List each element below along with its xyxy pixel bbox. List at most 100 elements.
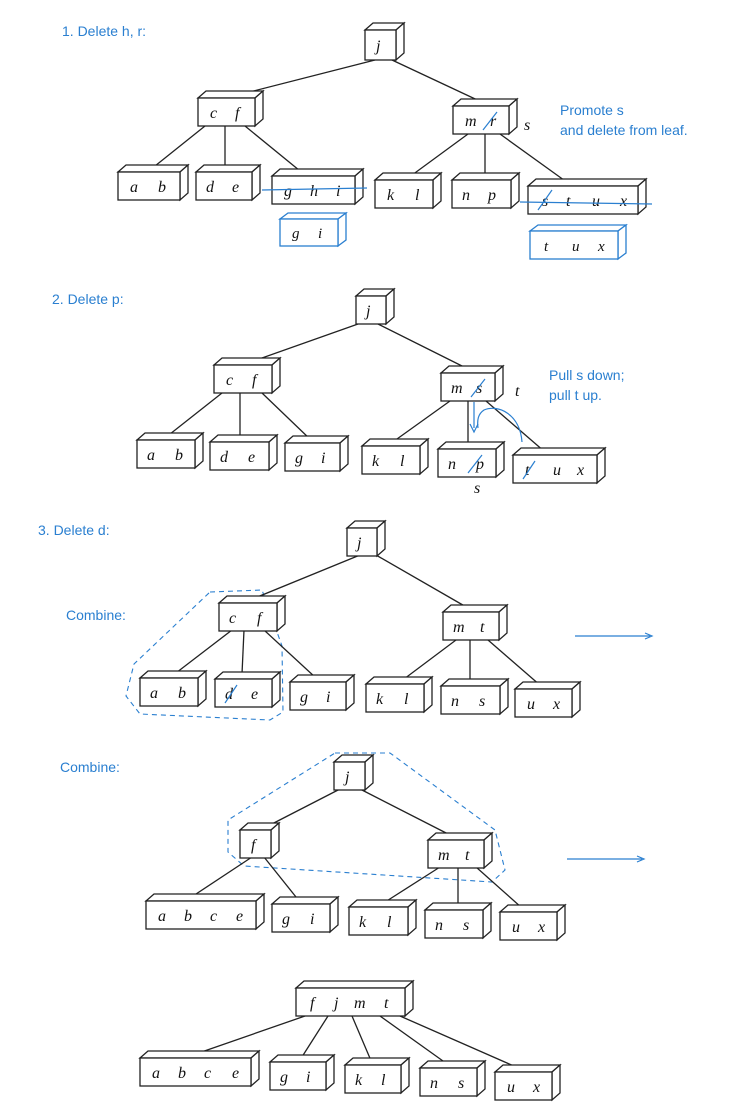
step2-leaf-de: d e	[208, 433, 279, 472]
step4-right-node: m t	[426, 831, 494, 870]
svg-text:t: t	[525, 462, 530, 479]
combine-label-2: Combine:	[60, 759, 120, 775]
step4-leaf-ns: n s	[423, 901, 493, 940]
svg-text:t: t	[480, 619, 485, 636]
svg-text:i: i	[306, 1069, 310, 1086]
svg-text:m: m	[453, 619, 465, 636]
step2-leaf-kl: k l	[360, 437, 430, 476]
svg-text:s: s	[479, 693, 485, 710]
svg-text:u: u	[507, 1079, 515, 1096]
svg-text:j: j	[343, 769, 350, 786]
svg-text:f: f	[310, 995, 317, 1012]
step3-leaf-de: d e	[213, 670, 282, 709]
svg-text:b: b	[158, 179, 166, 196]
combine-label-1: Combine:	[66, 607, 126, 623]
step3-leaf-gi: g i	[288, 673, 356, 712]
svg-text:x: x	[576, 462, 584, 479]
step1-label: 1. Delete h, r:	[62, 23, 146, 39]
svg-text:a: a	[158, 908, 166, 925]
svg-text:i: i	[318, 226, 322, 242]
step5-leaf-abce: a b c e	[138, 1049, 261, 1088]
svg-text:g: g	[280, 1069, 288, 1086]
svg-text:e: e	[236, 908, 243, 925]
svg-text:k: k	[372, 453, 380, 470]
svg-text:k: k	[355, 1072, 363, 1089]
step3-right-node: m t	[441, 603, 509, 642]
step5-leaf-ns: n s	[418, 1059, 487, 1098]
step2-leaf-gi: g i	[283, 434, 350, 473]
step1-leaf-ab: a b	[116, 163, 190, 202]
step1-new-leaf-gi: g i	[278, 211, 348, 248]
step4-root-node: j	[332, 753, 375, 792]
step2-leaf-np: n p	[436, 440, 506, 479]
step3-root-node: j	[345, 519, 387, 558]
svg-text:e: e	[248, 449, 255, 466]
svg-text:c: c	[210, 908, 217, 925]
svg-text:u: u	[572, 239, 580, 255]
step5-root-node: f j m t	[294, 979, 415, 1018]
step4-leaf-ux: u x	[498, 903, 567, 942]
svg-text:g: g	[284, 183, 292, 200]
svg-text:c: c	[226, 372, 233, 389]
svg-text:t: t	[465, 847, 470, 864]
step3-edges	[171, 554, 542, 687]
svg-text:p: p	[487, 187, 496, 204]
svg-text:s: s	[542, 193, 548, 210]
step4-leaf-abce: a b c e	[144, 892, 266, 931]
svg-text:s: s	[463, 917, 469, 934]
svg-text:a: a	[130, 179, 138, 196]
svg-text:n: n	[435, 917, 443, 934]
step1-leaf-stux: s t u x	[519, 177, 653, 216]
step2-aside-t: t	[515, 383, 520, 400]
step2-right-node: m s	[439, 364, 505, 403]
step1-note-line2: and delete from leaf.	[560, 122, 688, 138]
svg-text:p: p	[475, 456, 484, 473]
svg-text:u: u	[592, 193, 600, 210]
step1-new-leaf-tux: t u x	[528, 223, 628, 261]
svg-text:a: a	[152, 1065, 160, 1082]
svg-text:j: j	[374, 38, 381, 55]
step1-root-node: j	[363, 21, 406, 62]
svg-text:l: l	[400, 453, 405, 470]
step2-below-s: s	[474, 480, 480, 497]
svg-text:u: u	[512, 919, 520, 936]
svg-text:b: b	[178, 685, 186, 702]
svg-text:b: b	[178, 1065, 186, 1082]
svg-text:c: c	[210, 105, 217, 122]
svg-text:n: n	[448, 456, 456, 473]
svg-text:x: x	[532, 1079, 540, 1096]
svg-text:h: h	[310, 183, 318, 200]
svg-text:g: g	[295, 450, 303, 467]
svg-text:k: k	[359, 914, 367, 931]
step3-leaf-ab: a b	[138, 669, 208, 708]
svg-text:k: k	[376, 691, 384, 708]
svg-text:t: t	[544, 239, 549, 255]
step1-right-node: m r	[451, 97, 519, 136]
step2-label: 2. Delete p:	[52, 291, 124, 307]
svg-text:e: e	[232, 179, 239, 196]
svg-text:g: g	[300, 689, 308, 706]
step1-note-line1: Promote s	[560, 102, 624, 118]
step2-left-node: c f	[212, 356, 282, 395]
svg-text:l: l	[387, 914, 392, 931]
svg-text:l: l	[381, 1072, 386, 1089]
step2-edges	[164, 323, 546, 453]
svg-text:j: j	[355, 535, 362, 552]
svg-text:t: t	[566, 193, 571, 210]
svg-text:m: m	[438, 847, 450, 864]
step2-leaf-tux: t u x	[511, 446, 607, 485]
step1-left-node: c f	[196, 89, 265, 128]
svg-text:i: i	[326, 689, 330, 706]
step3-leaf-ux: u x	[513, 680, 582, 719]
step1-leaf-kl: k l	[373, 171, 443, 210]
svg-text:m: m	[354, 995, 366, 1012]
step1-promoted-s: s	[524, 117, 530, 134]
step4-edges	[189, 788, 523, 909]
svg-text:m: m	[451, 380, 463, 397]
step2-root-node: j	[354, 287, 396, 326]
step2-leaf-ab: a b	[135, 431, 205, 470]
arrow-2	[567, 855, 646, 863]
svg-text:j: j	[364, 303, 371, 320]
svg-text:j: j	[332, 995, 339, 1012]
svg-text:i: i	[336, 183, 340, 200]
